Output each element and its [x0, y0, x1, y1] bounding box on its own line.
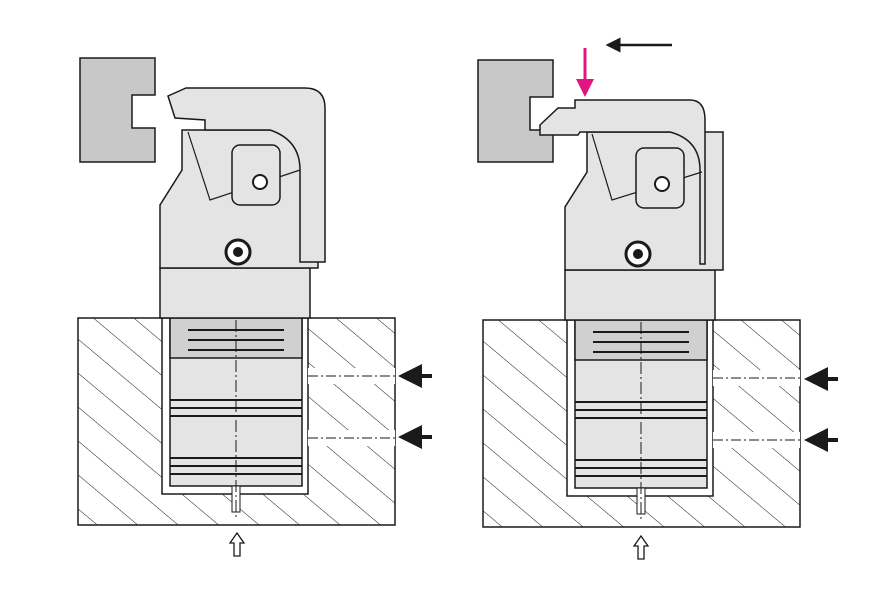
workpiece: [477, 59, 554, 163]
clamp-arm: [539, 99, 706, 265]
screw-icon: [252, 174, 268, 190]
clamp-arm: [167, 87, 326, 263]
panel-clamped: [477, 37, 838, 560]
screw-icon: [654, 176, 670, 192]
air-supply-arrow: [632, 534, 650, 560]
air-supply-arrow: [228, 531, 246, 557]
panel-unclamped: [77, 57, 432, 557]
workpiece: [79, 57, 156, 163]
